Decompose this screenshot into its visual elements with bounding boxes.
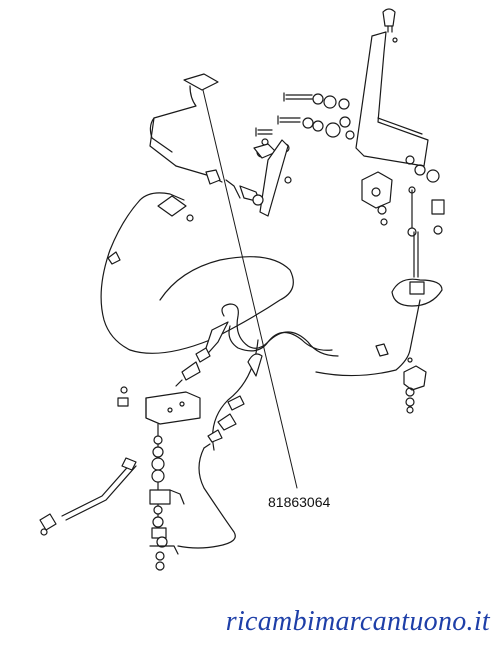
site-watermark: ricambimarcantuono.it [225, 606, 490, 637]
lower-bracket [117, 386, 201, 571]
bolt-stack-upper [255, 92, 355, 153]
middle-tubes [212, 303, 389, 451]
upper-linkage [149, 73, 292, 217]
callout-leader [202, 89, 298, 489]
lower-rod [39, 457, 137, 536]
pivot-bracket [361, 155, 445, 237]
part-number-label: 81863064 [268, 494, 331, 510]
shift-lever [355, 8, 429, 167]
rod-and-boot [315, 231, 443, 414]
cable-fittings [175, 321, 245, 549]
upper-cable [100, 192, 294, 354]
